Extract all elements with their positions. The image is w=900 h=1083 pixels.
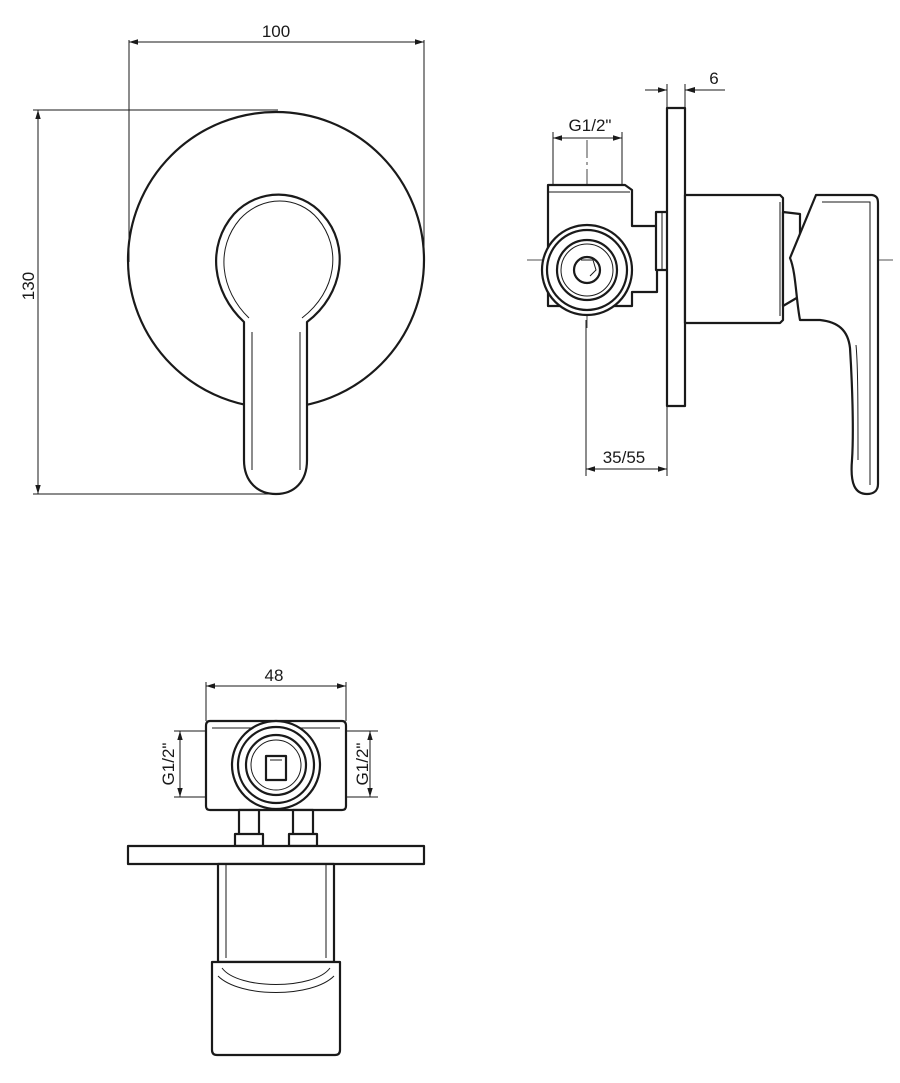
thread-right-label: G1/2" [353, 743, 372, 786]
dimension-body-width: 48 [205, 666, 347, 721]
front-view: 100 130 [19, 22, 426, 496]
dimension-plate-width: 100 [128, 22, 425, 262]
stems-top [233, 808, 319, 848]
dimension-plate-thickness: 6 [645, 69, 725, 108]
thread-outlet-top [230, 719, 322, 811]
dimension-plate-height: 130 [19, 109, 278, 495]
side-view [527, 106, 895, 496]
depth-range-label: 35/55 [603, 448, 646, 467]
body-width-label: 48 [265, 666, 284, 685]
wall-plate-side [665, 106, 687, 408]
thread-left-label: G1/2" [159, 743, 178, 786]
top-view [126, 719, 426, 1057]
spindle-housing-side [683, 193, 785, 325]
plate-width-label: 100 [262, 22, 290, 41]
spindle-housing-top [216, 862, 336, 964]
dimension-thread-left: G1/2" [159, 730, 206, 798]
plate-height-label: 130 [19, 272, 38, 300]
plate-thickness-label: 6 [709, 69, 718, 88]
dimension-depth-range: 35/55 [585, 320, 668, 476]
dimension-thread-right: G1/2" [346, 730, 378, 798]
dimension-thread-side: G1/2" [552, 116, 623, 185]
wall-plate-top [126, 844, 426, 866]
thread-outlet-side [540, 223, 634, 317]
lever-handle-inner [223, 200, 334, 319]
lever-handle-side [788, 193, 880, 496]
thread-side-label: G1/2" [569, 116, 612, 135]
lever-handle-inner-shaft [251, 332, 301, 470]
lever-handle-top [210, 960, 342, 1057]
